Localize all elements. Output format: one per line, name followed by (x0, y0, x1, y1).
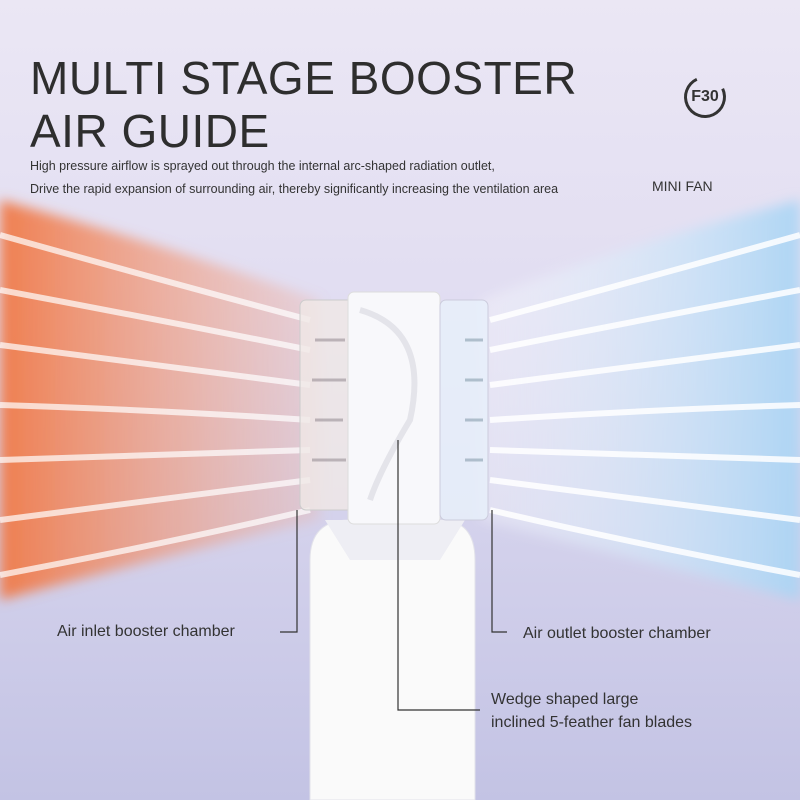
brand-logo: F30 (691, 88, 719, 105)
cool-airflow (480, 200, 800, 600)
fan-device (299, 291, 489, 800)
warm-airflow (0, 200, 320, 600)
subtitle-line-2: Drive the rapid expansion of surrounding… (30, 182, 559, 196)
callout-lines (280, 440, 507, 711)
subtitle-line-1: High pressure airflow is sprayed out thr… (30, 159, 495, 173)
cool-streaks (489, 232, 800, 578)
title-line-2: AIR GUIDE (30, 105, 270, 157)
blades-callout-line-1: Wedge shaped large (491, 691, 639, 708)
warm-streaks (0, 232, 311, 578)
product-name: MINI FAN (652, 178, 713, 194)
inlet-callout: Air inlet booster chamber (57, 623, 235, 640)
blades-callout: Wedge shaped large inclined 5-feather fan… (491, 688, 692, 734)
blades-callout-line-2: inclined 5-feather fan blades (491, 714, 693, 731)
title-line-1: MULTI STAGE BOOSTER (30, 52, 578, 104)
outlet-callout: Air outlet booster chamber (523, 625, 711, 642)
